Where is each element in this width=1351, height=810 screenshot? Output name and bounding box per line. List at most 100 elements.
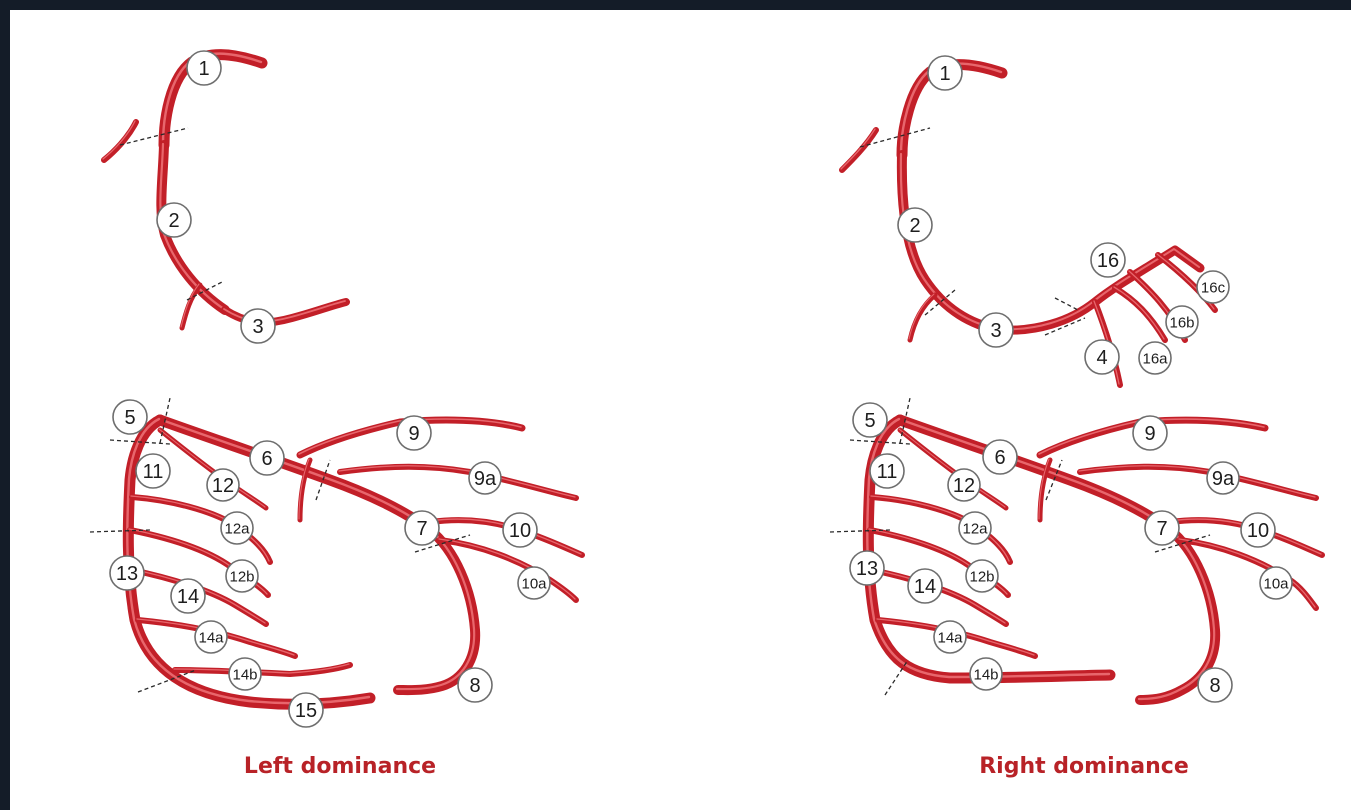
segment-label-9: 9: [397, 416, 431, 450]
segment-label-9a: 9a: [469, 462, 501, 494]
segment-number: 8: [1209, 675, 1220, 697]
segment-label-10: 10: [503, 513, 537, 547]
segment-number: 10a: [521, 576, 547, 593]
rv-branch-vessel: [910, 295, 935, 340]
segment-number: 8: [469, 675, 480, 697]
segment-number: 12: [212, 475, 234, 497]
segment-label-11: 11: [136, 454, 170, 488]
segment-number: 9a: [1212, 468, 1235, 490]
segment-number: 9: [1144, 423, 1155, 445]
lad-vessel: [900, 420, 1170, 530]
segment-label-4: 4: [1085, 340, 1119, 374]
segment-number: 16a: [1142, 351, 1168, 368]
segment-label-12b: 12b: [226, 560, 258, 592]
segment-label-10a: 10a: [518, 567, 550, 599]
segment-number: 16b: [1169, 315, 1194, 332]
segment-label-12a: 12a: [959, 512, 991, 544]
segment-label-10a: 10a: [1260, 567, 1292, 599]
segment-label-12: 12: [948, 469, 980, 501]
segment-label-11: 11: [870, 454, 904, 488]
segment-number: 13: [856, 558, 878, 580]
segment-number: 6: [994, 447, 1005, 469]
segment-label-10: 10: [1241, 513, 1275, 547]
segment-number: 12b: [229, 569, 254, 586]
segment-number: 14b: [973, 667, 998, 684]
segment-number: 5: [864, 410, 875, 432]
segment-label-12: 12: [207, 469, 239, 501]
rv-branch-vessel: [182, 285, 200, 328]
segment-label-13: 13: [110, 556, 144, 590]
segment-number: 16c: [1201, 280, 1226, 297]
segment-number: 3: [252, 316, 263, 338]
right-dominance-panel: 12341616a16b16c5699a111212a12b131414a14b…: [830, 56, 1322, 779]
segment-number: 9a: [474, 468, 497, 490]
lad-distal-vessel: [398, 530, 475, 690]
segment-label-14a: 14a: [934, 621, 966, 653]
segment-number: 10: [509, 520, 531, 542]
segment-label-8: 8: [1198, 668, 1232, 702]
segment-number: 1: [939, 63, 950, 85]
segment-number: 12: [953, 475, 975, 497]
segment-number: 12a: [224, 521, 250, 538]
segment-number: 1: [198, 58, 209, 80]
segment-number: 7: [416, 518, 427, 540]
segment-label-14b: 14b: [970, 658, 1002, 690]
segment-label-5: 5: [113, 400, 147, 434]
segment-label-14a: 14a: [195, 621, 227, 653]
segment-label-15: 15: [289, 693, 323, 727]
segment-number: 16: [1097, 250, 1119, 272]
segment-label-2: 2: [157, 203, 191, 237]
segment-label-16c: 16c: [1197, 271, 1229, 303]
segment-label-7: 7: [405, 511, 439, 545]
segment-label-14b: 14b: [229, 658, 261, 690]
segment-label-1: 1: [928, 56, 962, 90]
segment-label-3: 3: [979, 313, 1013, 347]
segment-number: 12a: [962, 521, 988, 538]
segment-number: 14: [914, 576, 936, 598]
segment-label-7: 7: [1145, 511, 1179, 545]
segment-label-14: 14: [908, 569, 942, 603]
segment-label-5: 5: [853, 403, 887, 437]
segment-number: 14: [177, 586, 199, 608]
segment-label-13: 13: [850, 551, 884, 585]
segment-number: 11: [143, 461, 164, 483]
lad-vessel: [160, 420, 430, 530]
segment-number: 9: [408, 423, 419, 445]
left-dominance-panel: 1235699a111212a12b131414a14b1571010a8Lef…: [90, 51, 582, 779]
left-dominance-caption: Left dominance: [244, 754, 436, 779]
segment-boundary-line: [1055, 298, 1078, 310]
segment-label-9: 9: [1133, 416, 1167, 450]
segment-number: 14a: [937, 630, 963, 647]
segment-number: 14a: [198, 630, 224, 647]
segment-label-16b: 16b: [1166, 306, 1198, 338]
segment-label-1: 1: [187, 51, 221, 85]
segment-boundary-line: [885, 660, 908, 695]
right-dominance-caption: Right dominance: [979, 754, 1189, 779]
segment-number: 12b: [969, 569, 994, 586]
segment-label-16a: 16a: [1139, 342, 1171, 374]
segment-label-12a: 12a: [221, 512, 253, 544]
diagram-canvas: 1235699a111212a12b131414a14b1571010a8Lef…: [10, 10, 1351, 810]
segment-label-8: 8: [458, 668, 492, 702]
segment-label-6: 6: [250, 441, 284, 475]
segment-number: 10: [1247, 520, 1269, 542]
segment-number: 2: [909, 215, 920, 237]
segment-number: 10a: [1263, 576, 1289, 593]
segment-number: 11: [877, 461, 898, 483]
segment-label-14: 14: [171, 579, 205, 613]
segment-number: 4: [1096, 347, 1107, 369]
segment-number: 3: [990, 320, 1001, 342]
segment-number: 14b: [232, 667, 257, 684]
segment-number: 7: [1156, 518, 1167, 540]
segment-label-16: 16: [1091, 243, 1125, 277]
segment-number: 13: [116, 563, 138, 585]
segment-label-6: 6: [983, 440, 1017, 474]
segment-number: 15: [295, 700, 317, 722]
segment-number: 6: [261, 448, 272, 470]
segment-label-12b: 12b: [966, 560, 998, 592]
segment-number: 5: [124, 407, 135, 429]
segment-label-3: 3: [241, 309, 275, 343]
segment-label-2: 2: [898, 208, 932, 242]
segment-label-9a: 9a: [1207, 462, 1239, 494]
